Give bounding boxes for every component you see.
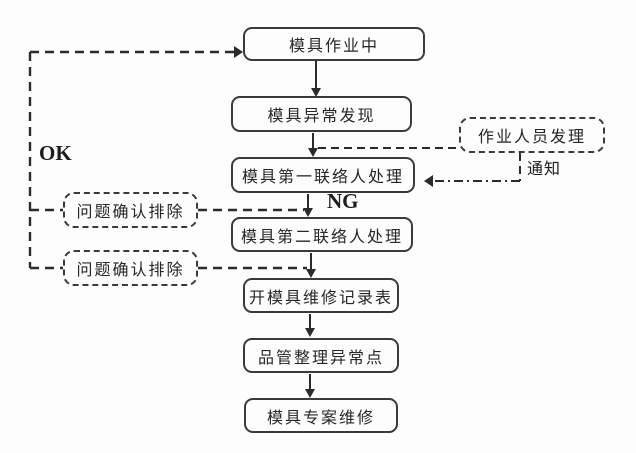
arrowhead-into-qc bbox=[305, 328, 315, 337]
arrowhead-feedback-right bbox=[234, 46, 243, 58]
arrowhead-into-found bbox=[308, 148, 318, 157]
edge-label-notify: 通知 bbox=[527, 159, 562, 178]
node-first-contact-handling: 模具第一联络人处理 bbox=[231, 157, 415, 193]
node-mold-abnormality-found: 模具异常发现 bbox=[231, 96, 412, 132]
node-operator-handling: 作业人员发理 bbox=[459, 117, 605, 153]
edge-label-ng: NG bbox=[327, 189, 359, 213]
node-problem-confirmed-resolved-1: 问题确认排除 bbox=[63, 192, 198, 228]
node-second-contact-handling: 模具第二联络人处理 bbox=[231, 217, 413, 252]
node-open-repair-record-form: 开模具维修记录表 bbox=[243, 278, 399, 313]
node-qc-organize-abnormal-points: 品管整理异常点 bbox=[243, 338, 399, 373]
arrowhead-into-second bbox=[303, 208, 313, 217]
arrowhead-notify-left bbox=[424, 175, 433, 187]
arrowhead-into-working bbox=[311, 88, 321, 97]
node-mold-in-operation: 模具作业中 bbox=[243, 27, 425, 61]
arrowhead-into-repair bbox=[305, 389, 315, 398]
arrowhead-into-record bbox=[306, 269, 316, 278]
edge-label-ok: OK bbox=[39, 141, 72, 165]
node-mold-special-case-repair: 模具专案维修 bbox=[244, 398, 398, 433]
node-problem-confirmed-resolved-2: 问题确认排除 bbox=[63, 250, 198, 286]
